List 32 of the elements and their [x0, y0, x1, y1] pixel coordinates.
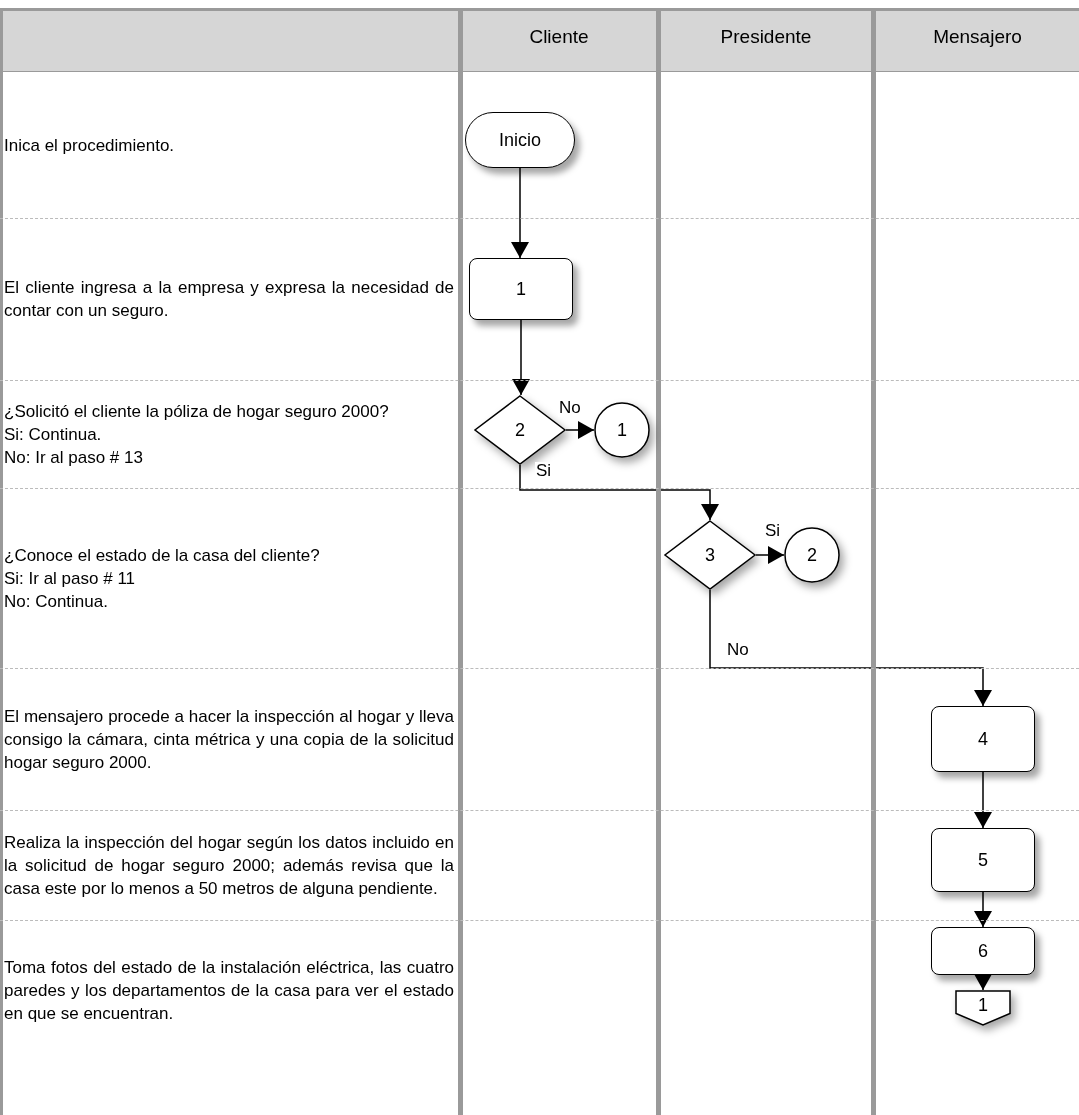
- decision-diamond: 3: [664, 520, 756, 590]
- arrow: [974, 771, 992, 829]
- process-box: 4: [931, 706, 1035, 772]
- arrow: [755, 546, 785, 564]
- process-box: 5: [931, 828, 1035, 892]
- step-description: No: Continua.: [4, 590, 109, 613]
- connector-circle: 2: [784, 527, 840, 583]
- start-terminal: Inicio: [465, 112, 575, 168]
- arrow: [709, 589, 992, 707]
- column-header: Cliente: [528, 26, 590, 48]
- arrow: [565, 421, 595, 439]
- column-header: Mensajero: [932, 26, 1023, 48]
- step-description: No: Ir al paso # 13: [4, 446, 144, 469]
- process-box: 1: [469, 258, 573, 320]
- column-header: Presidente: [719, 26, 813, 48]
- step-description: El mensajero procede a hacer la inspección al hogar y lleva consigo la cámara, cinta métrica y una copia de la solicitud hogar seguro 2000.: [4, 705, 454, 774]
- arrow: [974, 974, 992, 991]
- connector-circle: 1: [594, 402, 650, 458]
- step-description: Inica el procedimiento.: [4, 134, 176, 157]
- arrow: [511, 167, 529, 259]
- step-description: El cliente ingresa a la empresa y expresa la necesidad de contar con un seguro.: [4, 277, 454, 322]
- process-box: 6: [931, 927, 1035, 975]
- step-description: Realiza la inspección del hogar según los datos incluido en la solicitud de hogar seguro 2000; además revisa que la casa este por lo menos a 50 metros de alguna pendiente.: [4, 831, 454, 900]
- arrow: [519, 464, 719, 521]
- step-description: Si: Ir al paso # 11: [4, 567, 137, 590]
- step-description: Toma fotos del estado de la instalación eléctrica, las cuatro paredes y los departamentos de la casa para ver el estado en que se encuentran.: [4, 956, 454, 1025]
- arrow: [974, 891, 992, 928]
- off-page-connector: 1: [955, 990, 1011, 1026]
- arrow: [512, 319, 530, 396]
- step-description: ¿Conoce el estado de la casa del cliente?: [4, 544, 321, 567]
- step-description: Si: Continua.: [4, 423, 103, 446]
- step-description: ¿Solicitó el cliente la póliza de hogar seguro 2000?: [4, 400, 390, 423]
